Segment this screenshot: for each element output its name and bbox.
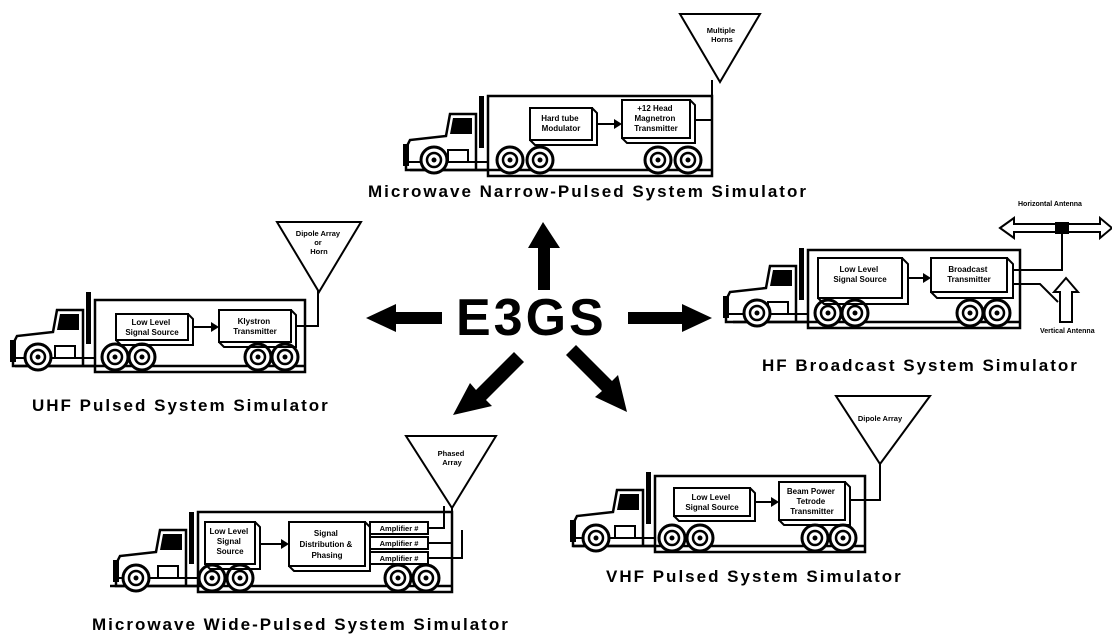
truck-microwave-narrow xyxy=(401,13,762,178)
block-tetrode-transmitter: Beam Power Tetrode Transmitter xyxy=(787,487,837,516)
block-uhf-signal-source: Low Level Signal Source xyxy=(125,318,179,337)
block-vhf-signal-source: Low Level Signal Source xyxy=(685,493,739,512)
antenna-label-dipole-array-vhf: Dipole Array xyxy=(858,414,903,423)
caption-vhf: VHF Pulsed System Simulator xyxy=(606,567,903,586)
amplifier-1: Amplifier # xyxy=(380,524,420,533)
block-hf-signal-source: Low Level Signal Source xyxy=(833,265,887,284)
truck-uhf xyxy=(8,221,363,374)
e3gs-center-label: E3GS xyxy=(456,289,607,347)
truck-vhf xyxy=(568,395,932,554)
caption-hf: HF Broadcast System Simulator xyxy=(762,356,1079,375)
arrow-right xyxy=(628,304,712,332)
block-hard-tube-modulator: Hard tube Modulator xyxy=(541,114,581,133)
antenna-label-vertical: Vertical Antenna xyxy=(1040,328,1095,335)
antenna-label-dipole-or-horn: Dipole Array or Horn xyxy=(296,229,342,256)
antenna-label-multiple-horns: Multiple Horns xyxy=(707,26,737,44)
block-klystron-transmitter: Klystron Transmitter xyxy=(233,317,277,336)
block-signal-distribution-phasing: Signal Distribution & Phasing xyxy=(299,529,354,560)
amplifier-3: Amplifier # xyxy=(380,554,420,563)
antenna-label-phased-array: Phased Array xyxy=(438,449,467,467)
caption-microwave-wide: Microwave Wide-Pulsed System Simulator xyxy=(92,615,510,634)
truck-hf xyxy=(721,215,1112,330)
block-wide-signal-source: Low Level Signal Source xyxy=(210,527,251,556)
truck-microwave-wide xyxy=(110,435,498,594)
caption-uhf: UHF Pulsed System Simulator xyxy=(32,396,330,415)
block-broadcast-transmitter: Broadcast Transmitter xyxy=(947,265,991,284)
arrow-down-left xyxy=(453,352,524,415)
antenna-label-horizontal: Horizontal Antenna xyxy=(1018,201,1082,208)
amplifier-2: Amplifier # xyxy=(380,539,420,548)
block-magnetron-transmitter: +12 Head Magnetron Transmitter xyxy=(634,104,678,133)
caption-microwave-narrow: Microwave Narrow-Pulsed System Simulator xyxy=(368,182,808,201)
arrow-down-right xyxy=(566,345,627,412)
arrow-up xyxy=(528,222,560,290)
arrow-left xyxy=(366,304,442,332)
